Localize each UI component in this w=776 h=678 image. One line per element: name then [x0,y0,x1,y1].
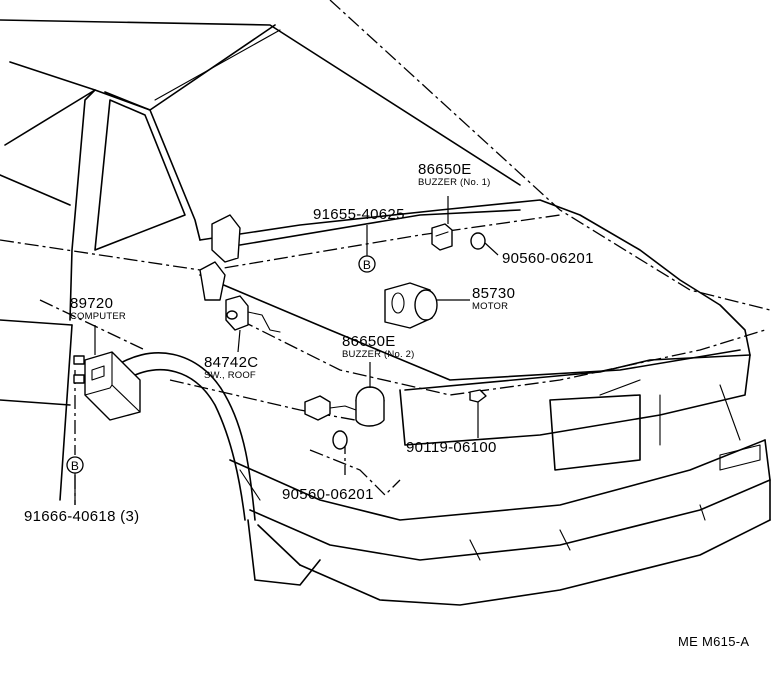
bolt-left-part-number: 91666-40618 (3) [24,508,139,525]
bolt-marker-top: B [358,255,376,273]
buzzer1-description: BUZZER (No. 1) [418,177,490,188]
roof-switch-part [199,214,281,353]
motor-description: MOTOR [472,301,508,312]
computer-part [73,325,141,421]
computer-description: COMPUTER [70,311,126,322]
motor-part [384,282,470,329]
switch-part-number: 84742C [204,354,258,371]
nut-top-part [470,232,499,256]
buzzer-no2-part [304,362,385,427]
nut-bottom-part [332,430,348,450]
buzzer2-part-number: 86650E [342,333,396,350]
bolt-right-part [469,389,487,438]
bolt-left-mark: B [71,459,79,473]
bolt-top-mark: B [363,258,371,272]
buzzer-no1-part [431,196,453,251]
switch-description: SW., ROOF [204,370,256,381]
bolt-marker-left: B [66,456,84,474]
computer-part-number: 89720 [70,295,113,312]
nut-bottom-part-number: 90560-06201 [282,486,374,503]
diagram-code: ME M615-A [678,634,749,649]
bolt-right-part-number: 90119-06100 [406,439,497,456]
nut-top-part-number: 90560-06201 [502,250,594,267]
leader-lines [74,225,368,505]
bolt-top-part-number: 91655-40625 [313,206,405,223]
reference-lines [0,0,771,505]
vehicle-body-outline [0,19,771,606]
motor-part-number: 85730 [472,285,515,302]
buzzer1-part-number: 86650E [418,161,472,178]
buzzer2-description: BUZZER (No. 2) [342,349,414,360]
